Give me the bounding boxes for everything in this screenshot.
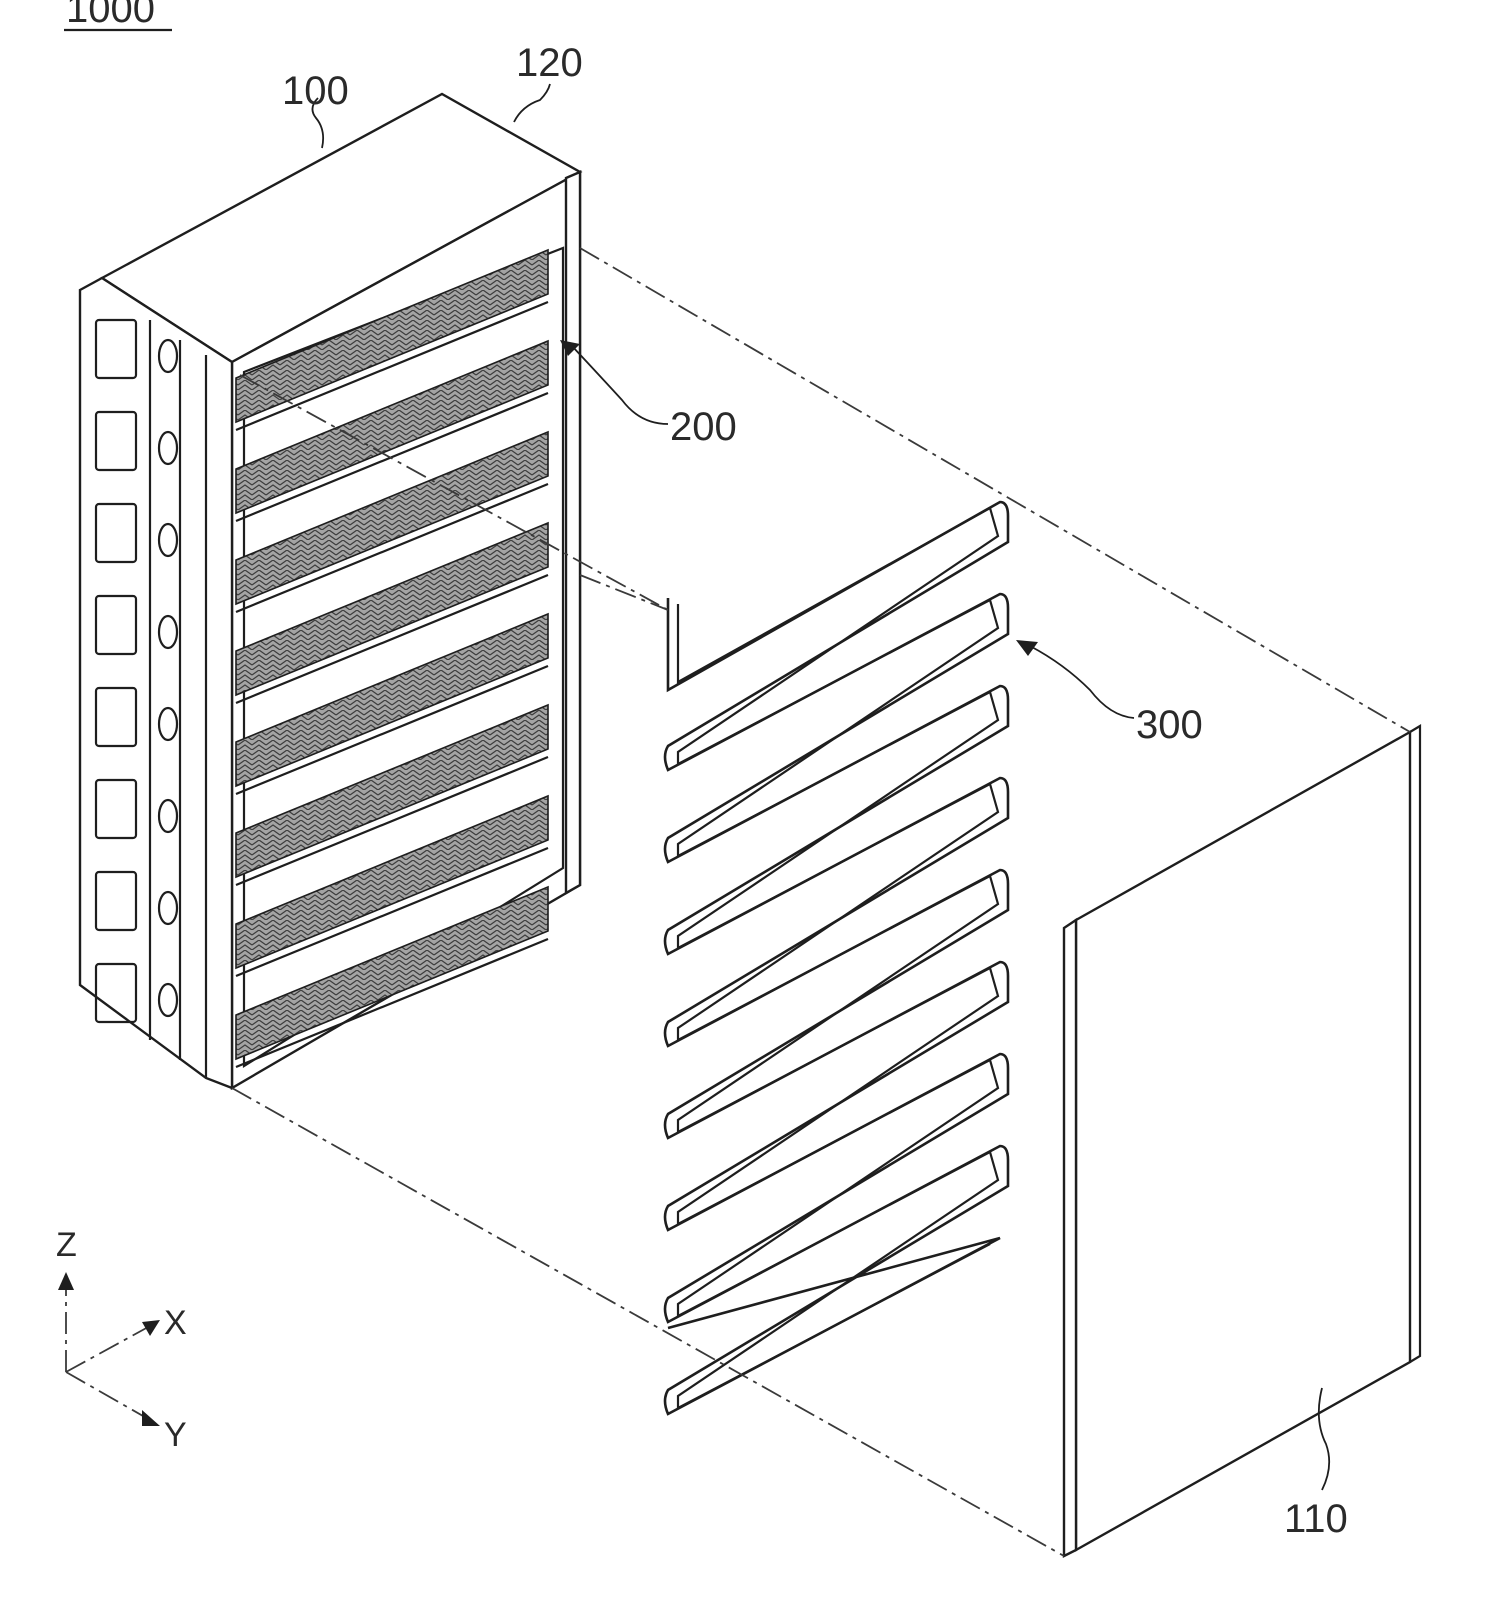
front-plate [566,172,580,893]
svg-text:100: 100 [282,69,349,113]
x-axis-label: X [164,1304,187,1342]
z-axis-arrow-icon [58,1272,74,1290]
svg-text:1000: 1000 [66,0,155,31]
axis-triad: Z X Y [56,1226,187,1454]
svg-text:110: 110 [1284,1497,1348,1541]
svg-text:200: 200 [670,405,737,449]
z-axis-label: Z [56,1226,77,1264]
figure-label: 1000 [64,0,172,31]
label-300: 300 [1016,640,1203,747]
label-100: 100 [282,69,349,148]
svg-text:300: 300 [1136,703,1203,747]
y-axis-arrow-icon [142,1410,160,1426]
battery-module [80,94,580,1088]
module-bracket-column [80,278,232,1088]
housing-plate [1064,726,1420,1556]
svg-text:120: 120 [516,41,583,85]
label-200: 200 [560,340,737,449]
y-axis-label: Y [164,1416,187,1454]
cooling-tube [665,502,1008,1414]
label-120: 120 [514,41,583,122]
